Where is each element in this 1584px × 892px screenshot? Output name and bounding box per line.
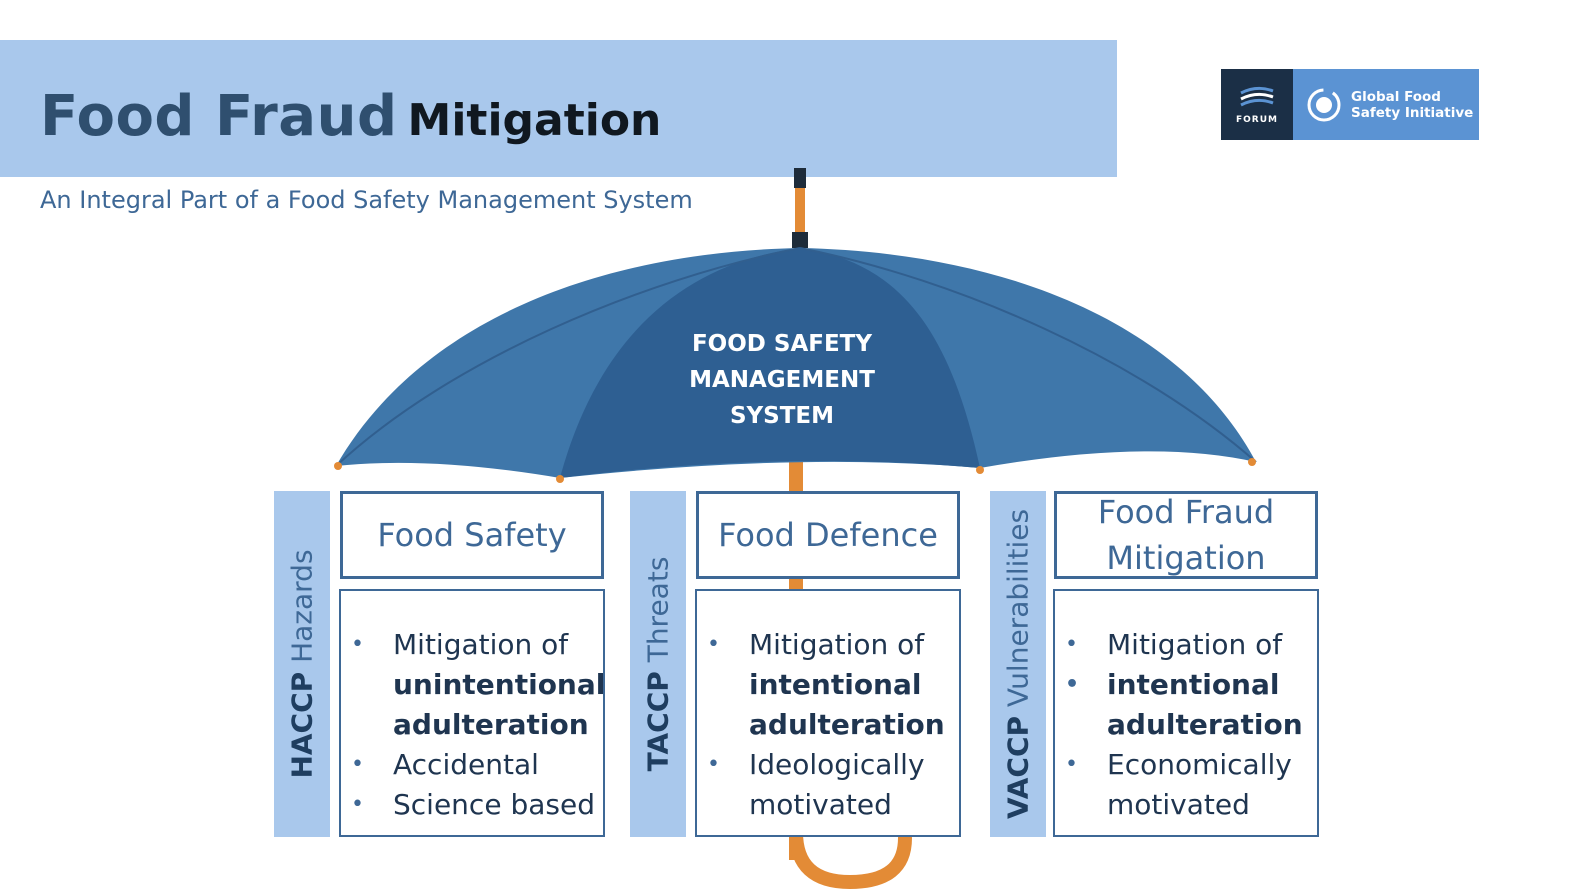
side-label-bold: HACCP: [286, 672, 319, 779]
column-heading-food-safety: Food Safety: [340, 491, 604, 579]
side-bar-vaccp: VACCP Vulnerabilities: [990, 491, 1046, 837]
bullet-list: Mitigation of intentional adulteration I…: [697, 591, 959, 825]
heading-line-2: Mitigation: [1098, 535, 1274, 581]
bullet-list: Mitigation of unintentional adulteration…: [341, 591, 603, 825]
list-item: Ideologically: [697, 745, 959, 785]
list-item: intentional: [1055, 665, 1317, 705]
list-item-continuation: adulteration: [1055, 705, 1317, 745]
side-label-rest: Hazards: [286, 549, 319, 662]
side-label-haccp: HACCP Hazards: [286, 549, 319, 778]
rib-tip-4: [1248, 458, 1256, 466]
list-item-continuation: intentional: [697, 665, 959, 705]
list-item: Mitigation of: [341, 625, 603, 665]
list-item: Economically: [1055, 745, 1317, 785]
side-label-bold: TACCP: [642, 671, 675, 771]
list-item: Mitigation of: [1055, 625, 1317, 665]
list-item: Science based: [341, 785, 603, 825]
side-label-rest: Vulnerabilities: [1002, 509, 1035, 707]
side-label-vaccp: VACCP Vulnerabilities: [1002, 509, 1035, 819]
column-body-food-fraud-mitigation: Mitigation of intentional adulteration E…: [1053, 589, 1319, 837]
list-item-continuation: adulteration: [697, 705, 959, 745]
umbrella-label-line-1: FOOD SAFETY: [640, 326, 924, 362]
side-label-rest: Threats: [642, 557, 675, 663]
list-item: Accidental: [341, 745, 603, 785]
list-item-continuation: unintentional: [341, 665, 603, 705]
bullet-list: Mitigation of intentional adulteration E…: [1055, 591, 1317, 825]
rib-tip-2: [556, 475, 564, 483]
list-item-continuation: adulteration: [341, 705, 603, 745]
heading-line-1: Food Defence: [718, 512, 938, 558]
list-item-continuation: motivated: [1055, 785, 1317, 825]
column-body-food-defence: Mitigation of intentional adulteration I…: [695, 589, 961, 837]
side-bar-haccp: HACCP Hazards: [274, 491, 330, 837]
umbrella-tip-base: [792, 232, 808, 248]
umbrella-label-line-2: MANAGEMENT: [640, 362, 924, 398]
rib-tip-3: [976, 466, 984, 474]
list-item: Mitigation of: [697, 625, 959, 665]
rib-tip-1: [334, 462, 342, 470]
column-body-food-safety: Mitigation of unintentional adulteration…: [339, 589, 605, 837]
heading-line-1: Food Safety: [377, 512, 566, 558]
heading-line-1: Food Fraud: [1098, 489, 1274, 535]
side-bar-taccp: TACCP Threats: [630, 491, 686, 837]
umbrella-handle: [796, 832, 905, 882]
side-label-taccp: TACCP Threats: [642, 557, 675, 772]
umbrella-tip-cap: [794, 168, 806, 188]
umbrella-label-line-3: SYSTEM: [640, 398, 924, 434]
column-heading-food-defence: Food Defence: [696, 491, 960, 579]
umbrella-label: FOOD SAFETY MANAGEMENT SYSTEM: [640, 326, 924, 434]
side-label-bold: VACCP: [1002, 716, 1035, 819]
list-item-continuation: motivated: [697, 785, 959, 825]
column-heading-food-fraud-mitigation: Food Fraud Mitigation: [1054, 491, 1318, 579]
